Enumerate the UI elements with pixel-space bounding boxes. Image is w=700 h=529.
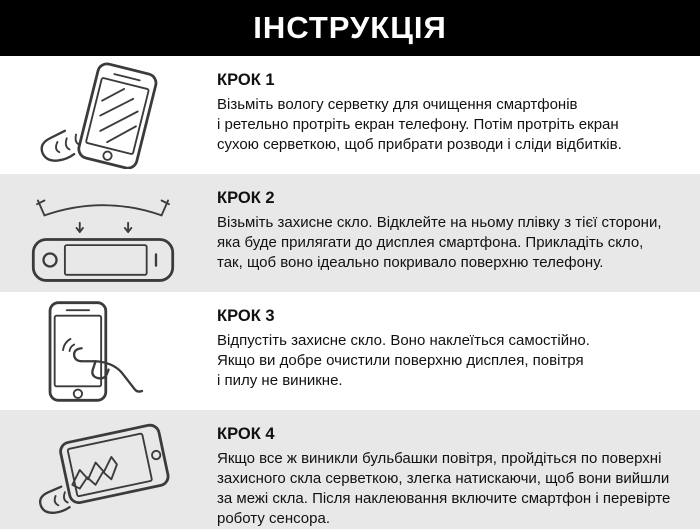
step-3-text: Відпустіть захисне скло. Воно наклеїться… <box>217 332 590 389</box>
step-row-2: КРОК 2 Візьміть захисне скло. Відклейте … <box>0 174 700 292</box>
step-2-title: КРОК 2 <box>217 189 275 207</box>
step-4-content: КРОК 4 Якщо все ж виникли бульбашки пові… <box>205 410 700 529</box>
step-2-text: Візьміть захисне скло. Відклейте на ньом… <box>217 214 662 271</box>
step-2-content: КРОК 2 Візьміть захисне скло. Відклейте … <box>205 174 700 292</box>
header: ІНСТРУКЦІЯ <box>0 0 700 56</box>
step-4-title: КРОК 4 <box>217 425 275 443</box>
step-1-illustration <box>0 56 205 174</box>
step-1-content: КРОК 1 Візьміть вологу серветку для очищ… <box>205 56 700 174</box>
peel-film-phone-icon <box>31 199 174 282</box>
step-2-illustration <box>0 174 205 292</box>
page-title: ІНСТРУКЦІЯ <box>253 10 447 45</box>
step-4-illustration <box>0 410 205 529</box>
step-row-4: КРОК 4 Якщо все ж виникли бульбашки пові… <box>0 410 700 529</box>
finger-press-phone-icon <box>48 300 143 402</box>
hand-wiping-phone-icon <box>40 62 157 169</box>
step-row-1: КРОК 1 Візьміть вологу серветку для очищ… <box>0 56 700 174</box>
step-4-text: Якщо все ж виникли бульбашки повітря, пр… <box>217 450 671 527</box>
step-1-text: Візьміть вологу серветку для очищення см… <box>217 96 622 153</box>
step-3-illustration <box>0 292 205 410</box>
step-row-3: КРОК 3 Відпустіть захисне скло. Воно нак… <box>0 292 700 410</box>
napkin-smoothing-glass-icon <box>38 423 169 514</box>
step-1-title: КРОК 1 <box>217 71 275 89</box>
step-3-content: КРОК 3 Відпустіть захисне скло. Воно нак… <box>205 292 700 410</box>
step-3-title: КРОК 3 <box>217 307 275 325</box>
